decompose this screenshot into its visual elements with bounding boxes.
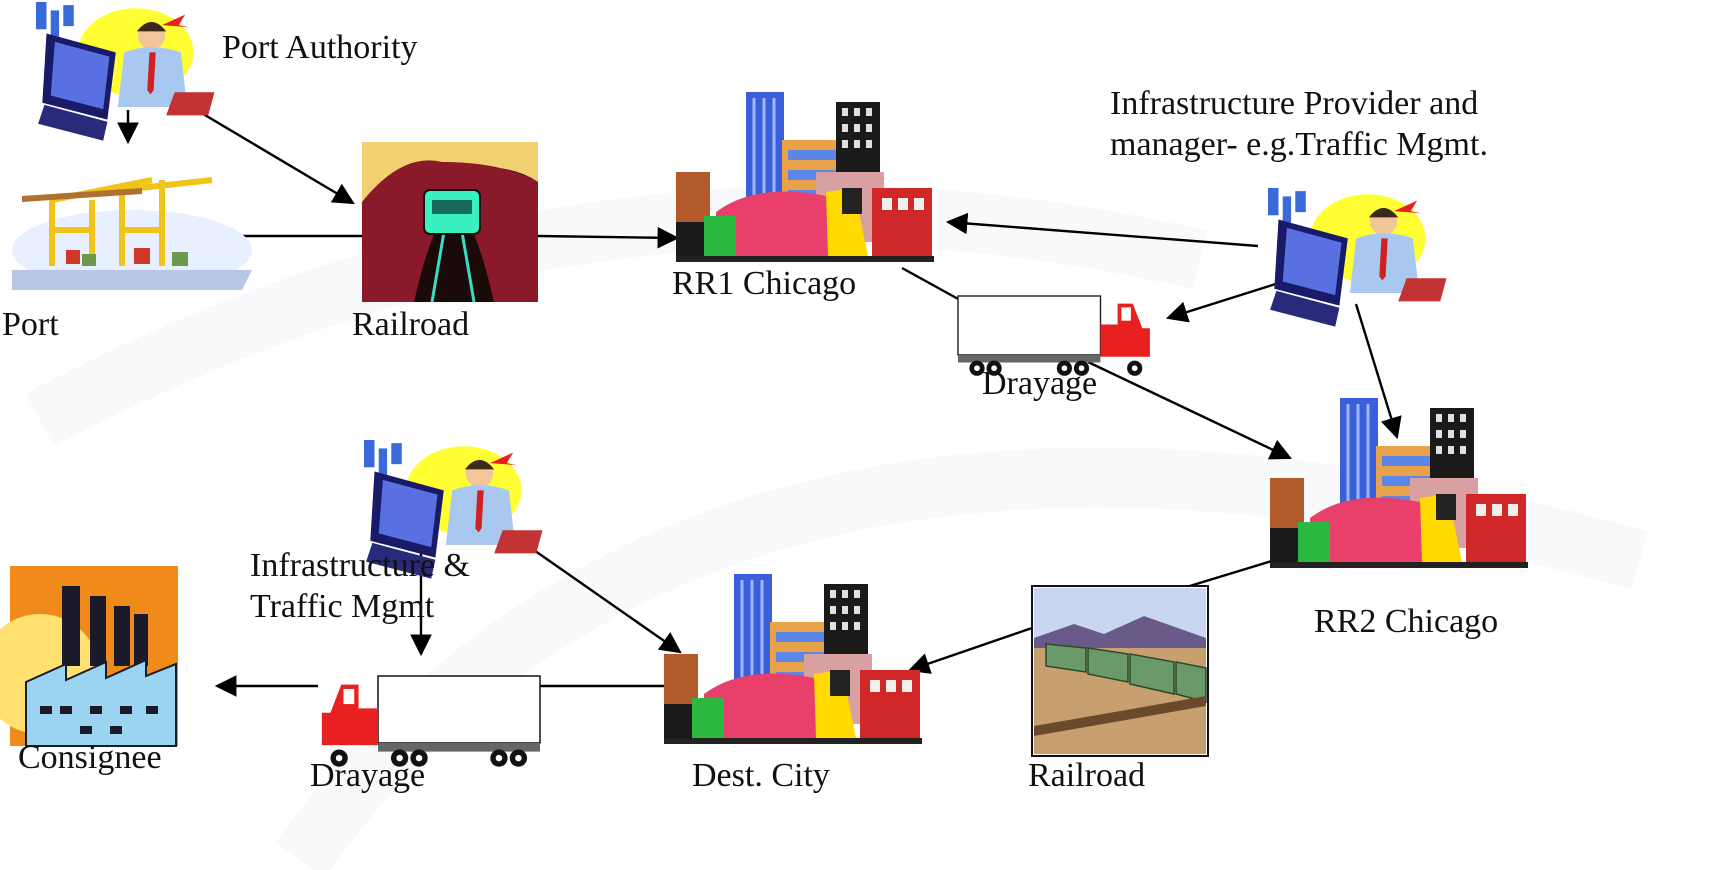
train-tunnel-icon: [362, 142, 538, 303]
label-railroad-top: Railroad: [352, 306, 470, 343]
dest-city-icon: [662, 572, 924, 746]
label-infrastructure-traffic: Infrastructure & Traffic Mgmt: [250, 546, 550, 628]
label-port: Port: [2, 306, 59, 343]
arrow-manager-to-rr1: [945, 212, 1259, 248]
consignee-factory-icon: [0, 566, 178, 747]
label-infrastructure-traffic-line1: Infrastructure &: [250, 547, 470, 584]
line-rr1-to-drayage: [901, 266, 961, 302]
label-infrastructure-provider-line1: Infrastructure Provider and: [1110, 85, 1479, 122]
label-consignee: Consignee: [18, 739, 162, 776]
label-dest-city: Dest. City: [692, 757, 830, 794]
arrow-authority-to-railroad: [182, 100, 355, 205]
label-railroad-bottom: Railroad: [1028, 757, 1146, 794]
port-cranes-icon: [12, 177, 252, 290]
label-rr2-chicago: RR2 Chicago: [1314, 603, 1499, 640]
rr1-chicago-city-icon: [674, 90, 936, 264]
label-drayage-bottom: Drayage: [310, 757, 426, 794]
arrow-railroad-to-rr1: [537, 226, 680, 249]
label-drayage-top: Drayage: [982, 365, 1098, 402]
arrow-manager-to-drayage: [1165, 280, 1283, 323]
label-rr1-chicago: RR1 Chicago: [672, 265, 857, 302]
connectors: [117, 100, 1402, 697]
arrow-railroad-to-dest: [907, 626, 1033, 674]
label-infrastructure-traffic-line2: Traffic Mgmt: [250, 587, 435, 625]
arrow-infra-to-dest: [507, 531, 682, 654]
label-infrastructure-provider-line2: manager- e.g.Traffic Mgmt.: [1110, 125, 1488, 163]
arrow-manager-to-rr2: [1354, 303, 1402, 440]
label-infrastructure-provider: Infrastructure Provider and manager- e.g…: [1110, 84, 1710, 166]
freight-train-icon: [1031, 585, 1209, 757]
port-authority-computer-operator-icon: [36, 2, 215, 141]
label-port-authority: Port Authority: [222, 29, 418, 66]
arrow-drayage-to-rr2: [1087, 360, 1292, 460]
